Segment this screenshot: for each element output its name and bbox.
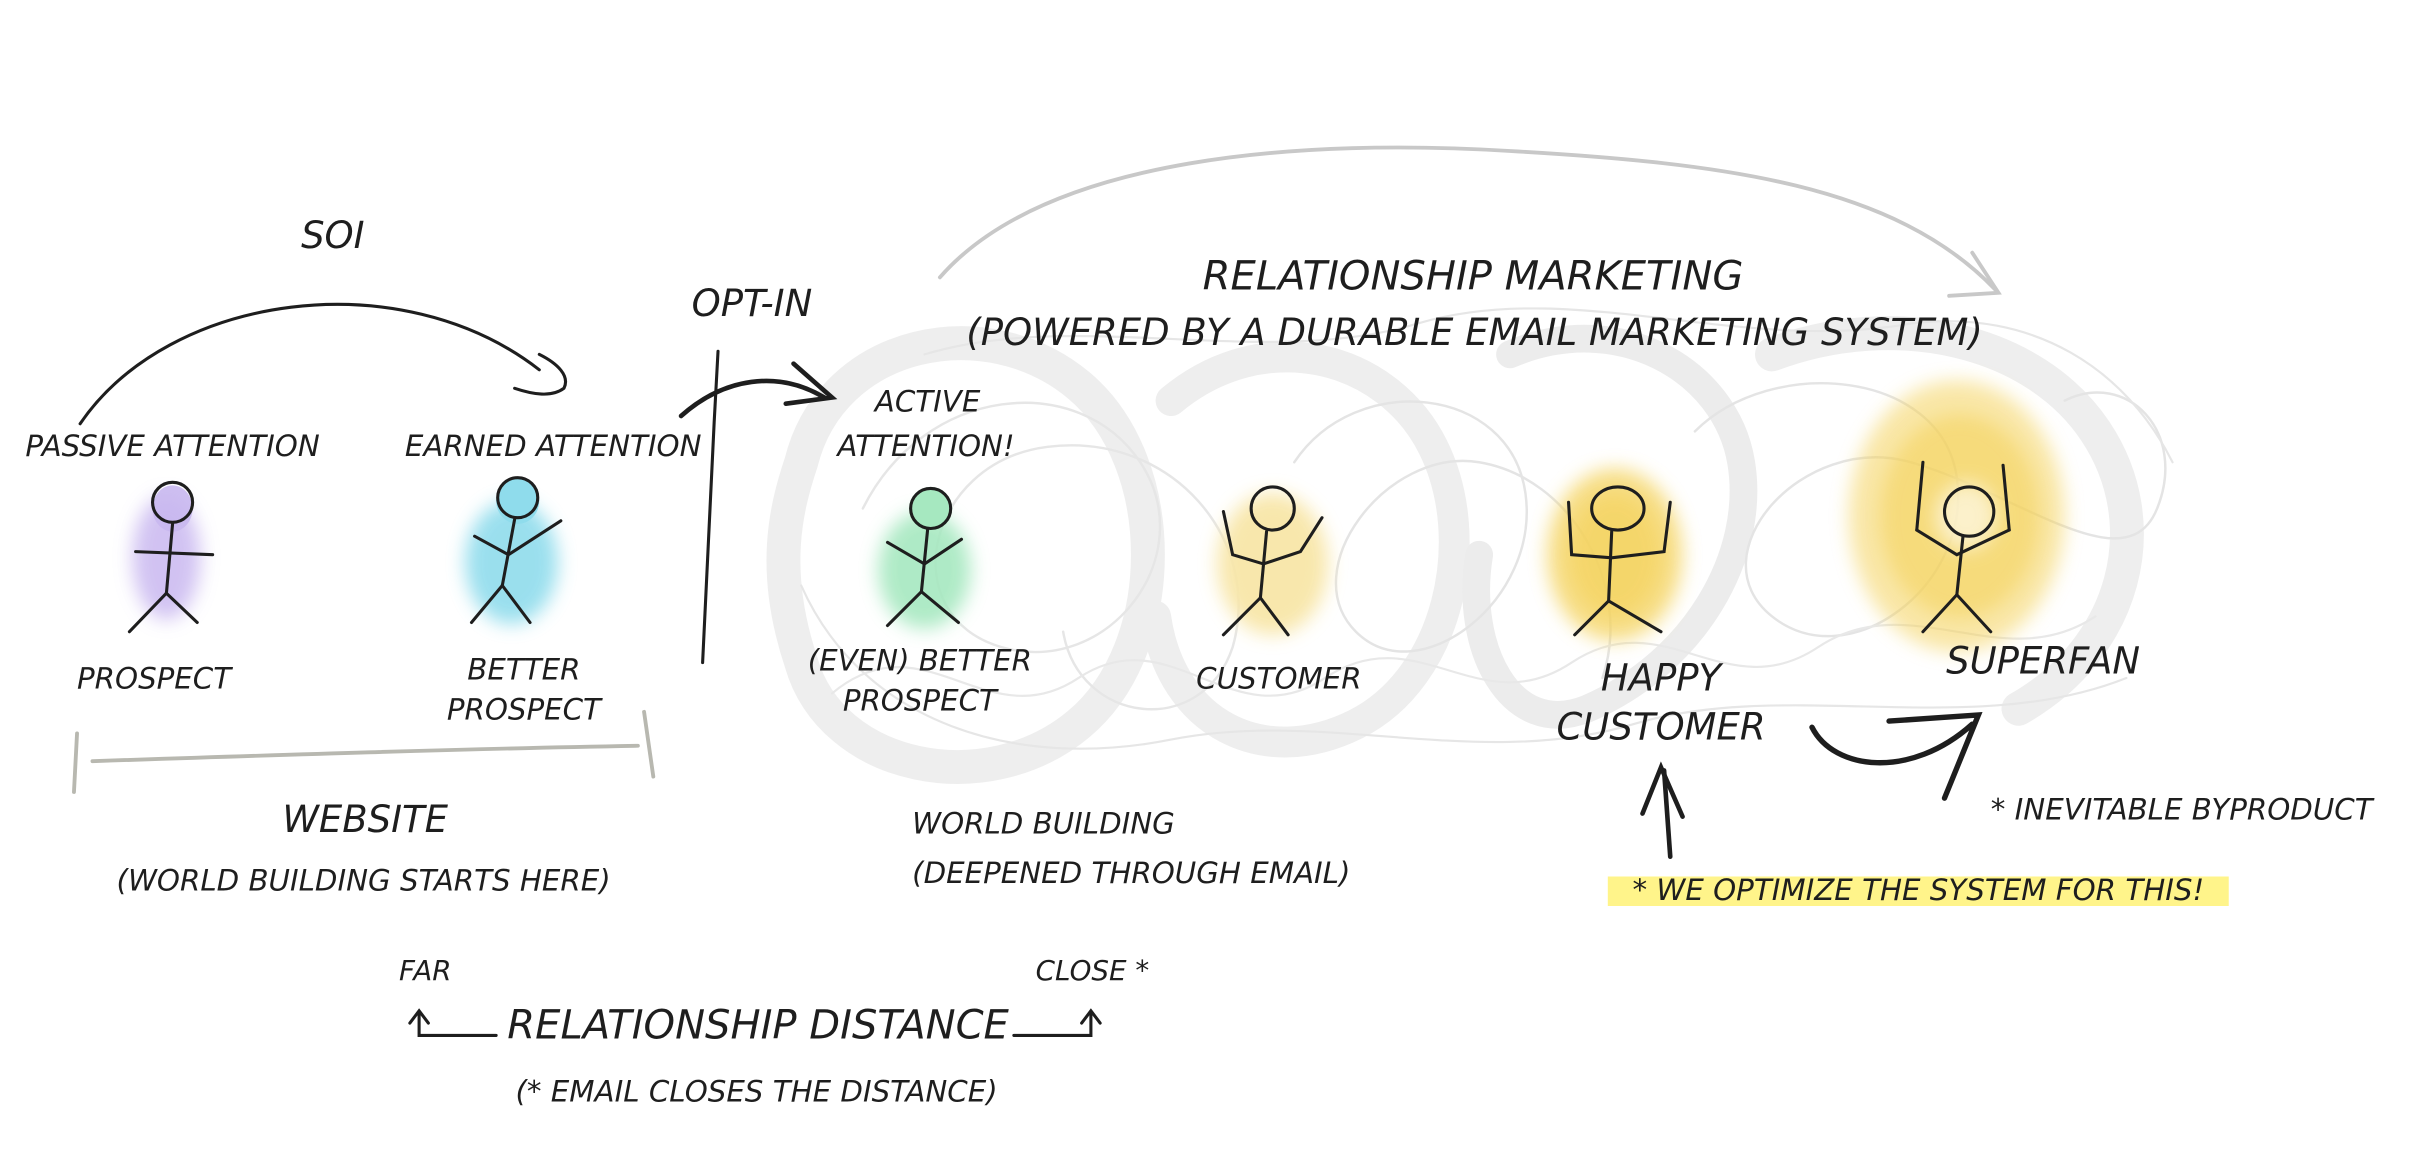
byproduct-arrow xyxy=(1809,711,1983,801)
soi-arc xyxy=(78,302,567,426)
prospect-label: PROSPECT xyxy=(77,662,232,697)
customer-label: CUSTOMER xyxy=(1196,662,1362,697)
scribble-cloud xyxy=(766,307,2174,784)
passive-attention-label: PASSIVE ATTENTION xyxy=(25,429,320,464)
website-label: WEBSITE xyxy=(282,798,448,842)
opt-in-divider xyxy=(678,349,838,665)
deepened-through-email-label: (DEEPENED THROUGH EMAIL) xyxy=(912,856,1351,891)
even-better-prospect-label-line1: (EVEN) BETTER xyxy=(807,644,1032,678)
website-bracket xyxy=(72,709,656,794)
far-label: FAR xyxy=(398,955,452,988)
optimize-note-text: * WE OPTIMIZE THE SYSTEM FOR THIS! xyxy=(1607,870,2229,911)
opt-in-label: OPT-IN xyxy=(691,281,813,326)
relationship-marketing-title: RELATIONSHIP MARKETING xyxy=(1202,254,1744,301)
inevitable-byproduct-note: * INEVITABLE BYPRODUCT xyxy=(1990,793,2373,828)
world-building-label: WORLD BUILDING xyxy=(912,807,1175,842)
distance-arrows xyxy=(408,1008,1102,1037)
better-prospect-figure xyxy=(465,476,563,625)
customer-figure xyxy=(1217,485,1329,637)
relationship-distance-label: RELATIONSHIP DISTANCE xyxy=(507,1003,1009,1050)
even-better-prospect-label-line2: PROSPECT xyxy=(842,684,997,719)
even-better-prospect-figure xyxy=(878,486,971,629)
email-closes-distance-label: (* EMAIL CLOSES THE DISTANCE) xyxy=(515,1075,998,1110)
prospect-figure xyxy=(127,480,215,634)
happy-customer-label-line1: HAPPY xyxy=(1600,656,1722,700)
happy-customer-label-line2: CUSTOMER xyxy=(1556,705,1766,749)
superfan-figure xyxy=(1848,380,2065,652)
optimize-note: * WE OPTIMIZE THE SYSTEM FOR THIS! xyxy=(1607,870,2229,911)
better-prospect-label-line2: PROSPECT xyxy=(446,693,601,728)
better-prospect-label-line1: BETTER xyxy=(467,653,581,688)
close-label: CLOSE * xyxy=(1035,955,1150,988)
superfan-label: SUPERFAN xyxy=(1946,639,2141,683)
active-attention-label-line2: ATTENTION! xyxy=(837,429,1015,464)
world-building-starts-label: (WORLD BUILDING STARTS HERE) xyxy=(116,864,611,899)
relationship-marketing-subtitle: (POWERED BY A DURABLE EMAIL MARKETING SY… xyxy=(966,311,1983,355)
optimize-arrow xyxy=(1640,761,1685,860)
happy-customer-figure xyxy=(1546,468,1683,641)
earned-attention-label: EARNED ATTENTION xyxy=(404,429,702,464)
relationship-arc xyxy=(937,145,2002,298)
active-attention-label-line1: ACTIVE xyxy=(874,385,981,420)
soi-label: SOI xyxy=(301,214,365,258)
